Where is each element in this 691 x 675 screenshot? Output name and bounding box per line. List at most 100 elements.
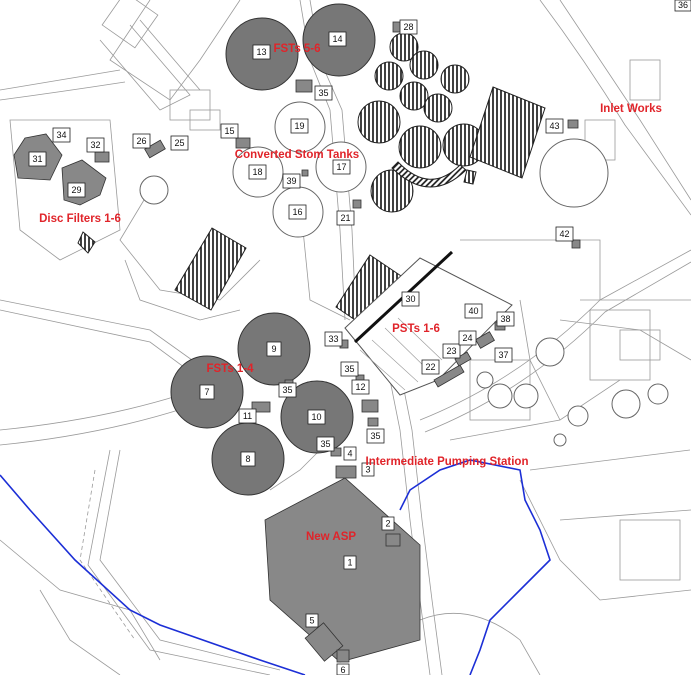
svg-text:12: 12 xyxy=(355,382,365,392)
svg-text:35: 35 xyxy=(344,364,354,374)
svg-text:36: 36 xyxy=(678,0,688,10)
label-35e: 35 xyxy=(366,428,385,444)
area-label-converted-storm-tanks: Converted Stom Tanks xyxy=(235,149,359,161)
hatched-tanks xyxy=(77,32,546,335)
label-2: 2 xyxy=(381,516,395,531)
svg-text:23: 23 xyxy=(446,346,456,356)
svg-text:30: 30 xyxy=(405,294,415,304)
label-42: 42 xyxy=(555,226,574,242)
label-30: 30 xyxy=(401,291,420,307)
svg-text:31: 31 xyxy=(32,154,42,164)
svg-text:19: 19 xyxy=(294,121,304,131)
area-label-inlet-works: Inlet Works xyxy=(600,103,662,115)
label-7: 7 xyxy=(199,384,215,400)
label-29: 29 xyxy=(67,182,86,198)
label-22: 22 xyxy=(421,359,440,375)
label-24: 24 xyxy=(458,330,477,346)
label-35b: 35 xyxy=(340,361,359,377)
label-12: 12 xyxy=(351,379,370,395)
label-9: 9 xyxy=(266,341,282,357)
svg-text:6: 6 xyxy=(340,665,345,675)
label-35c: 35 xyxy=(278,382,297,398)
svg-text:17: 17 xyxy=(336,162,346,172)
svg-text:34: 34 xyxy=(56,130,66,140)
site-boundary xyxy=(0,459,551,675)
area-label-intermediate-pumping-station: Intermediate Pumping Station xyxy=(366,456,529,468)
svg-text:2: 2 xyxy=(385,519,390,529)
label-40: 40 xyxy=(464,303,483,319)
label-26: 26 xyxy=(132,133,151,149)
label-14: 14 xyxy=(328,31,347,47)
label-18: 18 xyxy=(248,164,267,180)
svg-text:11: 11 xyxy=(243,411,252,421)
svg-text:40: 40 xyxy=(468,306,478,316)
area-label-new-asp: New ASP xyxy=(306,531,356,543)
svg-text:7: 7 xyxy=(204,387,209,397)
svg-text:9: 9 xyxy=(271,344,276,354)
label-28: 28 xyxy=(399,19,418,35)
svg-text:37: 37 xyxy=(498,350,508,360)
svg-text:14: 14 xyxy=(332,34,342,44)
label-25: 25 xyxy=(170,135,189,151)
svg-text:35: 35 xyxy=(370,431,380,441)
svg-text:22: 22 xyxy=(425,362,435,372)
label-8: 8 xyxy=(240,451,256,467)
label-35d: 35 xyxy=(316,436,335,452)
label-21: 21 xyxy=(336,210,355,226)
label-3: 3 xyxy=(361,462,375,477)
label-4: 4 xyxy=(343,446,357,461)
svg-text:10: 10 xyxy=(311,412,321,422)
label-23: 23 xyxy=(442,343,461,359)
label-11: 11 xyxy=(238,408,257,424)
svg-text:16: 16 xyxy=(292,207,302,217)
label-35a: 35 xyxy=(314,85,333,101)
label-33: 33 xyxy=(324,331,343,347)
label-43: 43 xyxy=(545,118,564,134)
area-label-fsts-5-6: FSTs 5-6 xyxy=(273,43,320,55)
svg-text:39: 39 xyxy=(286,176,296,186)
svg-text:3: 3 xyxy=(365,465,370,475)
svg-text:33: 33 xyxy=(328,334,338,344)
label-6: 6 xyxy=(336,663,350,675)
numbered-labels: 1 2 3 4 5 6 7 8 9 10 11 12 13 14 15 16 1… xyxy=(28,0,691,675)
label-16: 16 xyxy=(288,204,307,220)
label-13: 13 xyxy=(252,44,271,60)
svg-text:24: 24 xyxy=(462,333,472,343)
area-label-disc-filters: Disc Filters 1-6 xyxy=(39,213,121,225)
label-5: 5 xyxy=(305,613,319,628)
label-17: 17 xyxy=(332,159,351,175)
svg-text:28: 28 xyxy=(403,22,413,32)
svg-text:21: 21 xyxy=(340,213,350,223)
label-38: 38 xyxy=(496,311,515,327)
svg-text:13: 13 xyxy=(256,47,266,57)
label-15: 15 xyxy=(220,123,239,139)
label-1: 1 xyxy=(343,555,357,570)
svg-text:38: 38 xyxy=(500,314,510,324)
svg-text:29: 29 xyxy=(71,185,81,195)
label-32: 32 xyxy=(86,137,105,153)
area-label-fsts-1-4: FSTs 1-4 xyxy=(206,363,254,375)
svg-text:4: 4 xyxy=(347,449,352,459)
label-34: 34 xyxy=(52,127,71,143)
label-36: 36 xyxy=(674,0,691,12)
label-31: 31 xyxy=(28,151,47,167)
area-label-psts: PSTs 1-6 xyxy=(392,323,440,335)
label-37: 37 xyxy=(494,347,513,363)
svg-text:43: 43 xyxy=(549,121,559,131)
svg-text:42: 42 xyxy=(559,229,569,239)
label-39: 39 xyxy=(282,173,301,189)
svg-text:1: 1 xyxy=(347,558,352,568)
label-10: 10 xyxy=(307,409,326,425)
svg-text:35: 35 xyxy=(318,88,328,98)
svg-text:35: 35 xyxy=(320,439,330,449)
svg-text:5: 5 xyxy=(309,616,314,626)
svg-text:26: 26 xyxy=(136,136,146,146)
svg-text:35: 35 xyxy=(282,385,292,395)
svg-text:15: 15 xyxy=(224,126,234,136)
area-labels: FSTs 5-6 Converted Stom Tanks Disc Filte… xyxy=(39,43,662,543)
svg-text:25: 25 xyxy=(174,138,184,148)
label-19: 19 xyxy=(290,118,309,134)
svg-text:8: 8 xyxy=(245,454,250,464)
